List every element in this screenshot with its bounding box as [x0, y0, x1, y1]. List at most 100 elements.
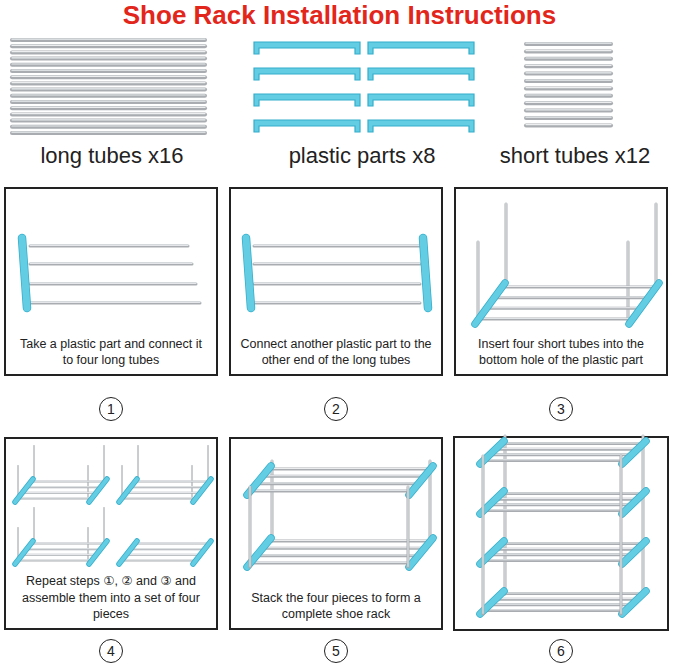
tube-highlight: [497, 598, 635, 599]
callout-number: 4: [107, 643, 115, 659]
tube-highlight: [12, 113, 205, 114]
tube: [12, 131, 205, 135]
tube: [254, 245, 420, 248]
step-number: 6: [549, 639, 573, 663]
tube: [497, 598, 635, 601]
tube: [19, 559, 89, 561]
tube-highlight: [526, 87, 611, 88]
tube: [526, 86, 611, 90]
step-number: 5: [324, 639, 348, 663]
tube-highlight: [506, 203, 507, 283]
tube-highlight: [24, 554, 94, 555]
tube-highlight: [123, 560, 193, 561]
plastic-part: [193, 479, 211, 502]
tube: [33, 446, 35, 480]
tube-highlight: [491, 554, 629, 555]
tube-highlight: [12, 119, 205, 120]
rack-drawing: [12, 39, 659, 614]
tube: [526, 42, 611, 46]
tube-highlight: [19, 560, 89, 561]
tube-highlight: [30, 283, 196, 284]
tube: [33, 508, 35, 542]
tube-highlight: [656, 203, 657, 283]
plastic-part: [622, 441, 646, 464]
tube-highlight: [526, 117, 611, 118]
tube-highlight: [19, 498, 89, 499]
tube: [28, 548, 98, 550]
tube-highlight: [104, 508, 105, 542]
tube: [24, 492, 94, 494]
tube: [407, 487, 410, 567]
plastic-part: [629, 283, 659, 324]
tube: [491, 603, 629, 606]
plastic-part: [89, 541, 107, 564]
plastic-part: [246, 238, 251, 308]
tube-highlight: [30, 302, 200, 303]
tube-highlight: [485, 559, 623, 560]
tube-highlight: [480, 318, 630, 319]
plastic-part: [119, 479, 137, 502]
tube: [252, 489, 410, 492]
tube: [12, 57, 205, 61]
tube: [526, 49, 611, 53]
tube: [30, 245, 188, 248]
plastic-part: [368, 68, 474, 80]
tube-highlight: [485, 509, 623, 510]
plastic-part: [622, 541, 646, 564]
plastic-part: [409, 538, 433, 567]
tube: [12, 94, 205, 98]
part-count: long tubes x16: [40, 143, 183, 169]
tube: [497, 498, 635, 501]
tube-highlight: [12, 107, 205, 108]
tube: [526, 116, 611, 120]
step-panel: Stack the four pieces to form a complete…: [229, 437, 443, 630]
tube: [258, 554, 416, 557]
tube-highlight: [128, 492, 198, 493]
tube: [270, 468, 428, 471]
tube: [19, 497, 89, 499]
tube-highlight: [138, 446, 139, 480]
plastic-part: [409, 466, 433, 495]
step-panel: Repeat steps ①, ② and ③ and assemble the…: [4, 437, 218, 630]
tube: [132, 486, 202, 488]
tube-highlight: [491, 454, 629, 455]
part-count: plastic parts x8: [289, 143, 436, 169]
tube-highlight: [254, 283, 420, 284]
plastic-part: [622, 591, 646, 614]
tube-highlight: [123, 498, 193, 499]
plastic-part: [246, 238, 251, 308]
tube-highlight: [12, 101, 205, 102]
tube: [271, 461, 274, 541]
tube: [482, 456, 485, 614]
tube-highlight: [254, 245, 420, 246]
tube-highlight: [250, 486, 251, 566]
tube: [526, 109, 611, 113]
tube-highlight: [526, 94, 611, 95]
step-caption: Connect another plastic part to the othe…: [239, 336, 433, 369]
plastic-part: [622, 441, 646, 464]
tube-highlight: [12, 57, 205, 58]
plastic-part: [254, 94, 360, 106]
tube-highlight: [12, 94, 205, 95]
plastic-part: [409, 538, 433, 567]
tube: [526, 94, 611, 98]
part-count: short tubes x12: [500, 143, 650, 169]
tube-highlight: [485, 459, 623, 460]
step-panel: Connect another plastic part to the othe…: [229, 187, 443, 376]
tube: [12, 38, 205, 42]
plastic-part: [119, 541, 137, 564]
tube: [12, 106, 205, 110]
tube-highlight: [254, 302, 420, 303]
tube: [526, 64, 611, 68]
tube: [526, 79, 611, 83]
step-panel: [454, 437, 668, 630]
tube: [12, 88, 205, 92]
tube: [12, 63, 205, 67]
plastic-part: [475, 283, 505, 324]
tube-highlight: [33, 481, 103, 482]
tube-highlight: [137, 481, 207, 482]
step-caption: Take a plastic part and connect it to fo…: [14, 336, 208, 369]
tube: [12, 69, 205, 73]
tube-highlight: [504, 286, 654, 287]
